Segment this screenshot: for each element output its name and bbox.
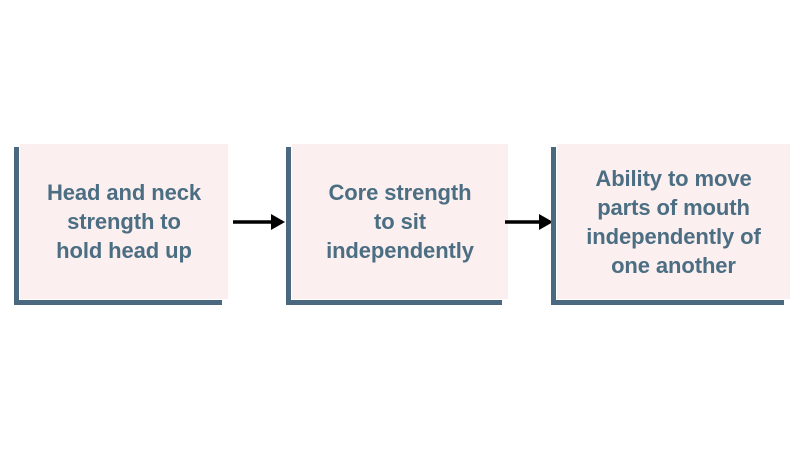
process-step-2[interactable]: Core strength to sit independently	[286, 144, 508, 305]
step-3-left-edge	[551, 147, 556, 305]
step-1-label: Head and neck strength to hold head up	[47, 180, 201, 263]
process-step-3[interactable]: Ability to move parts of mouth independe…	[551, 144, 790, 305]
step-3-bottom-edge	[551, 300, 784, 305]
arrow-right-icon-1	[233, 210, 285, 234]
step-1-left-edge	[14, 147, 19, 305]
step-3-label: Ability to move parts of mouth independe…	[586, 165, 761, 278]
step-2-left-edge	[286, 147, 291, 305]
step-2-label: Core strength to sit independently	[326, 180, 474, 263]
process-step-1[interactable]: Head and neck strength to hold head up	[14, 144, 228, 305]
step-3-panel	[557, 144, 790, 299]
step-1-bottom-edge	[14, 300, 222, 305]
step-2-panel	[292, 144, 508, 299]
step-2-bottom-edge	[286, 300, 502, 305]
arrow-right-icon-2	[505, 210, 553, 234]
step-1-panel	[20, 144, 228, 299]
